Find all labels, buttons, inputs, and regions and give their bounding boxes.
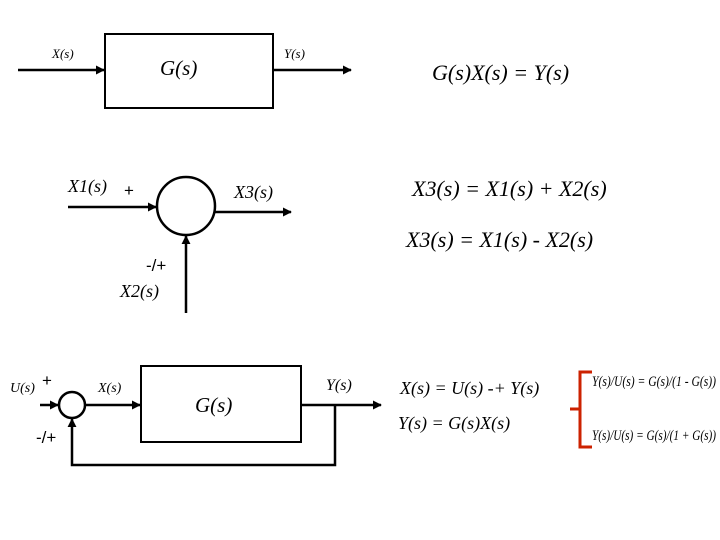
d3-g-block bbox=[140, 365, 302, 443]
d3-input-sign: + bbox=[42, 371, 52, 390]
d2-equation-sum: X3(s) = X1(s) + X2(s) bbox=[411, 176, 607, 201]
d3-bracket bbox=[570, 370, 592, 449]
d3-tf-negative: Y(s)/U(s) = G(s)/(1 - G(s)) bbox=[592, 374, 716, 390]
d3-block-label: G(s) bbox=[195, 393, 232, 417]
diagram-3: U(s) + -/+ X(s) G(s) Y(s) X(s) = U(s) -+… bbox=[10, 365, 716, 467]
d3-output-label: Y(s) bbox=[326, 377, 352, 394]
d1-input-label: X(s) bbox=[51, 46, 74, 61]
d3-feedback-sign: -/+ bbox=[36, 428, 56, 447]
d3-feedback-path bbox=[67, 405, 337, 467]
d3-equation-block: Y(s) = G(s)X(s) bbox=[398, 413, 510, 434]
d2-input1-label: X1(s) bbox=[67, 176, 107, 197]
d2-equation-diff: X3(s) = X1(s) - X2(s) bbox=[405, 227, 593, 252]
diagram-2: X1(s) + X3(s) -/+ X2(s) X3(s) = X1(s) + … bbox=[67, 175, 607, 313]
d1-equation: G(s)X(s) = Y(s) bbox=[432, 60, 569, 85]
d1-output-label: Y(s) bbox=[284, 46, 305, 61]
d3-equation-sum: X(s) = U(s) -+ Y(s) bbox=[399, 378, 539, 399]
d3-input-label: U(s) bbox=[10, 381, 35, 396]
d2-summing-junction bbox=[155, 175, 217, 237]
d2-input2-sign: -/+ bbox=[146, 256, 166, 275]
d3-summing-junction bbox=[57, 390, 87, 420]
d3-tf-positive: Y(s)/U(s) = G(s)/(1 + G(s)) bbox=[592, 428, 716, 444]
d2-input1-sign: + bbox=[124, 181, 134, 200]
diagram-1: X(s) G(s) Y(s) G(s)X(s) = Y(s) bbox=[18, 33, 569, 109]
d2-input2-label: X2(s) bbox=[119, 281, 159, 302]
d1-block-label: G(s) bbox=[160, 56, 197, 80]
d2-output-label: X3(s) bbox=[233, 182, 273, 203]
d3-error-label: X(s) bbox=[97, 381, 122, 396]
